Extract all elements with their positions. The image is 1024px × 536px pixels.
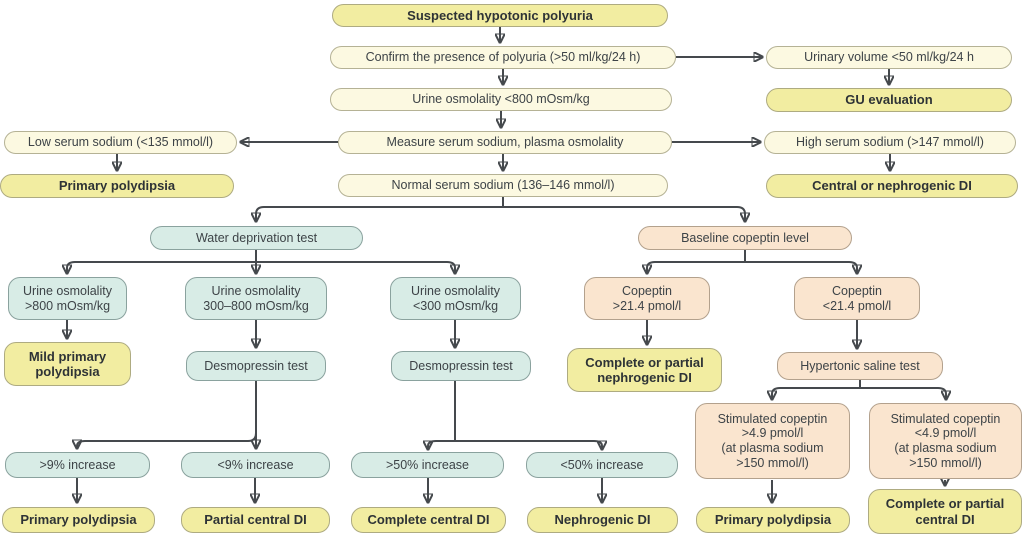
node-hypertonic-saline-test: Hypertonic saline test bbox=[777, 352, 943, 380]
arrow-bcl-to-copeptin-lt21 bbox=[745, 261, 857, 273]
arrow-desmopressin1-to-gt9 bbox=[77, 432, 257, 448]
node-urine-osmolality-gt800: Urine osmolality >800 mOsm/kg bbox=[8, 277, 127, 320]
node-increase-lt50: <50% increase bbox=[526, 452, 678, 478]
node-low-serum-sodium: Low serum sodium (<135 mmol/l) bbox=[4, 131, 237, 154]
node-primary-polydipsia-right: Primary polydipsia bbox=[696, 507, 850, 533]
node-measure-serum-sodium: Measure serum sodium, plasma osmolality bbox=[338, 131, 672, 154]
node-partial-central-di: Partial central DI bbox=[181, 507, 330, 533]
node-increase-gt50: >50% increase bbox=[351, 452, 504, 478]
node-complete-partial-central-di: Complete or partial central DI bbox=[868, 489, 1022, 534]
arrow-wdt-to-uo-lt300 bbox=[256, 261, 455, 273]
node-copeptin-gt21: Copeptin >21.4 pmol/l bbox=[584, 277, 710, 320]
node-gu-evaluation: GU evaluation bbox=[766, 88, 1012, 112]
node-nephrogenic-di: Nephrogenic DI bbox=[527, 507, 678, 533]
node-urine-osmolality-lt800: Urine osmolality <800 mOsm/kg bbox=[330, 88, 672, 111]
node-stimulated-copeptin-lt49: Stimulated copeptin <4.9 pmol/l (at plas… bbox=[869, 403, 1022, 479]
arrow-normal-to-baseline-copeptin bbox=[503, 206, 745, 221]
node-normal-serum-sodium: Normal serum sodium (136–146 mmol/l) bbox=[338, 174, 668, 197]
arrow-normal-to-water-deprivation bbox=[256, 206, 503, 221]
arrow-saline-to-stimulated-gt49 bbox=[772, 387, 860, 399]
node-baseline-copeptin-level: Baseline copeptin level bbox=[638, 226, 852, 250]
node-primary-polydipsia-mid: Primary polydipsia bbox=[2, 507, 155, 533]
node-increase-gt9: >9% increase bbox=[5, 452, 150, 478]
arrow-wdt-to-uo-gt800 bbox=[67, 261, 256, 273]
node-water-deprivation-test: Water deprivation test bbox=[150, 226, 363, 250]
node-urine-osmolality-lt300: Urine osmolality <300 mOsm/kg bbox=[390, 277, 521, 320]
node-urinary-volume-lt50: Urinary volume <50 ml/kg/24 h bbox=[766, 46, 1012, 69]
node-desmopressin-test-2: Desmopressin test bbox=[391, 351, 531, 381]
node-increase-lt9: <9% increase bbox=[181, 452, 330, 478]
node-complete-central-di: Complete central DI bbox=[351, 507, 506, 533]
node-stimulated-copeptin-gt49: Stimulated copeptin >4.9 pmol/l (at plas… bbox=[695, 403, 850, 479]
arrow-bcl-to-copeptin-gt21 bbox=[647, 261, 745, 273]
arrow-desmopressin2-to-gt50 bbox=[428, 440, 455, 449]
connectors-group bbox=[67, 27, 946, 502]
node-confirm-polyuria: Confirm the presence of polyuria (>50 ml… bbox=[330, 46, 676, 69]
node-urine-osmolality-300-800: Urine osmolality 300–800 mOsm/kg bbox=[185, 277, 327, 320]
node-high-serum-sodium: High serum sodium (>147 mmol/l) bbox=[764, 131, 1016, 154]
node-primary-polydipsia-left: Primary polydipsia bbox=[0, 174, 234, 198]
node-central-or-nephrogenic-di: Central or nephrogenic DI bbox=[766, 174, 1018, 198]
node-desmopressin-test-1: Desmopressin test bbox=[186, 351, 326, 381]
arrow-saline-to-stimulated-lt49 bbox=[860, 387, 946, 399]
node-mild-primary-polydipsia: Mild primary polydipsia bbox=[4, 342, 131, 386]
node-complete-partial-nephrogenic-di: Complete or partial nephrogenic DI bbox=[567, 348, 722, 392]
arrow-desmopressin2-to-lt50 bbox=[455, 440, 602, 449]
node-suspected-hypotonic-polyuria: Suspected hypotonic polyuria bbox=[332, 4, 668, 27]
node-copeptin-lt21: Copeptin <21.4 pmol/l bbox=[794, 277, 920, 320]
